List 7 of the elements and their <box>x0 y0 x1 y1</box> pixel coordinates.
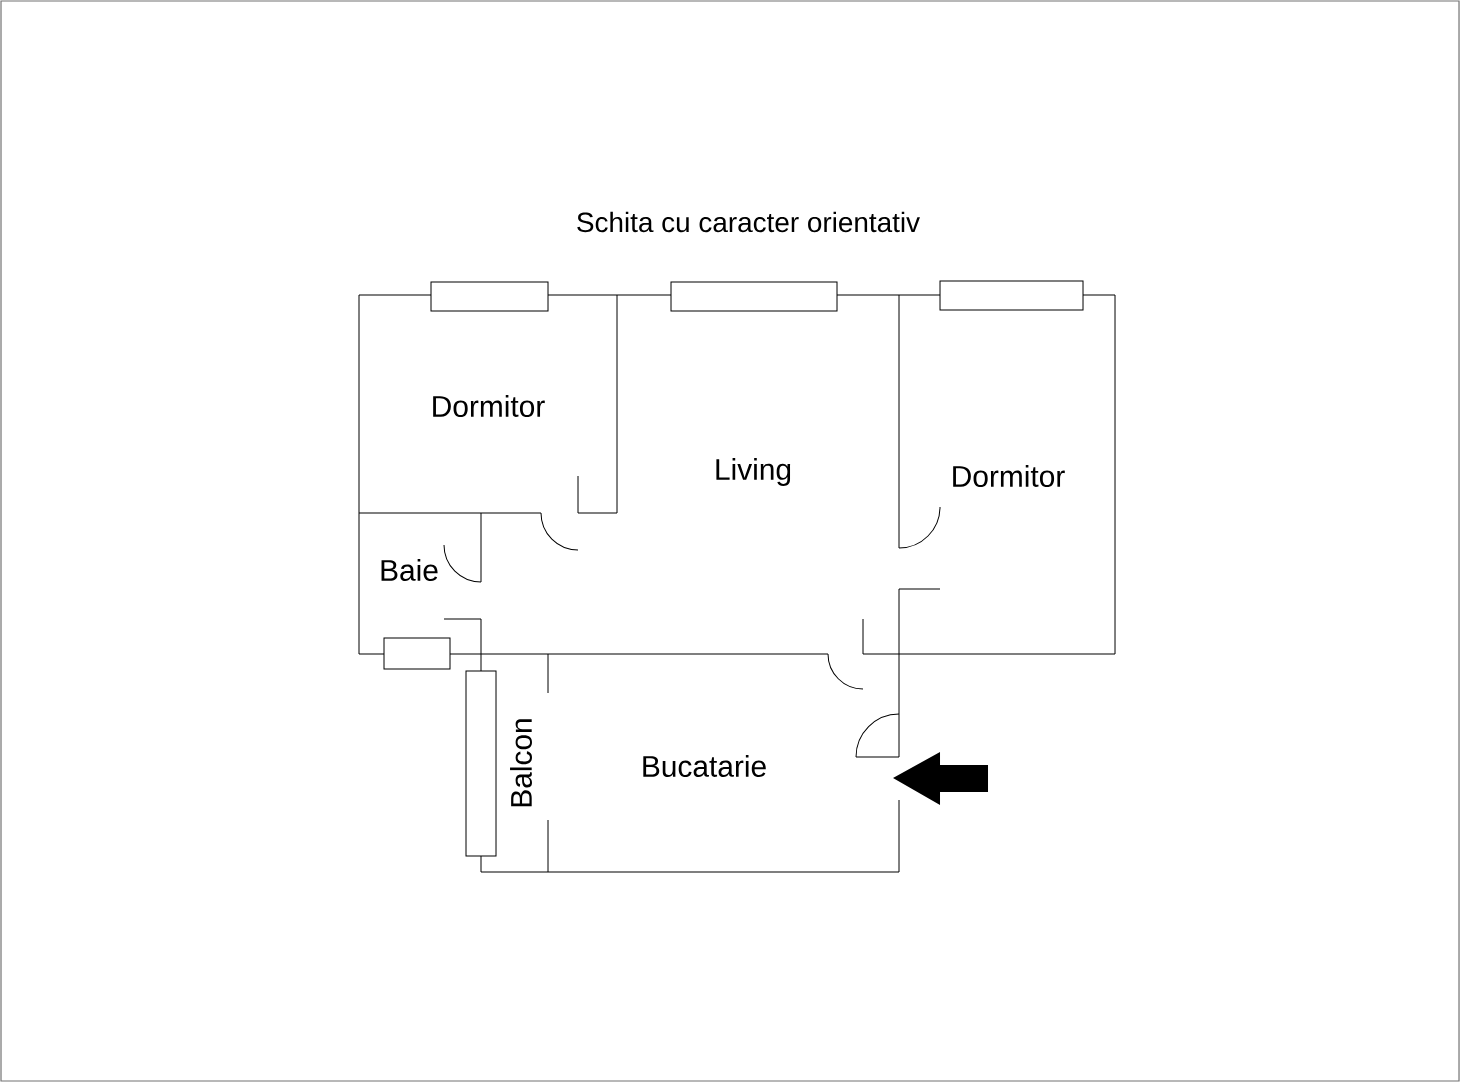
room-label: Balcon <box>510 719 532 807</box>
room-label: Dormitor <box>953 465 1065 487</box>
title: Schita cu caracter orientativ <box>577 211 920 233</box>
room-label: Dormitor <box>433 395 545 417</box>
room-label: Living <box>716 458 791 486</box>
room-label: Bucatarie <box>643 755 766 777</box>
room-label: Baie <box>381 559 438 581</box>
